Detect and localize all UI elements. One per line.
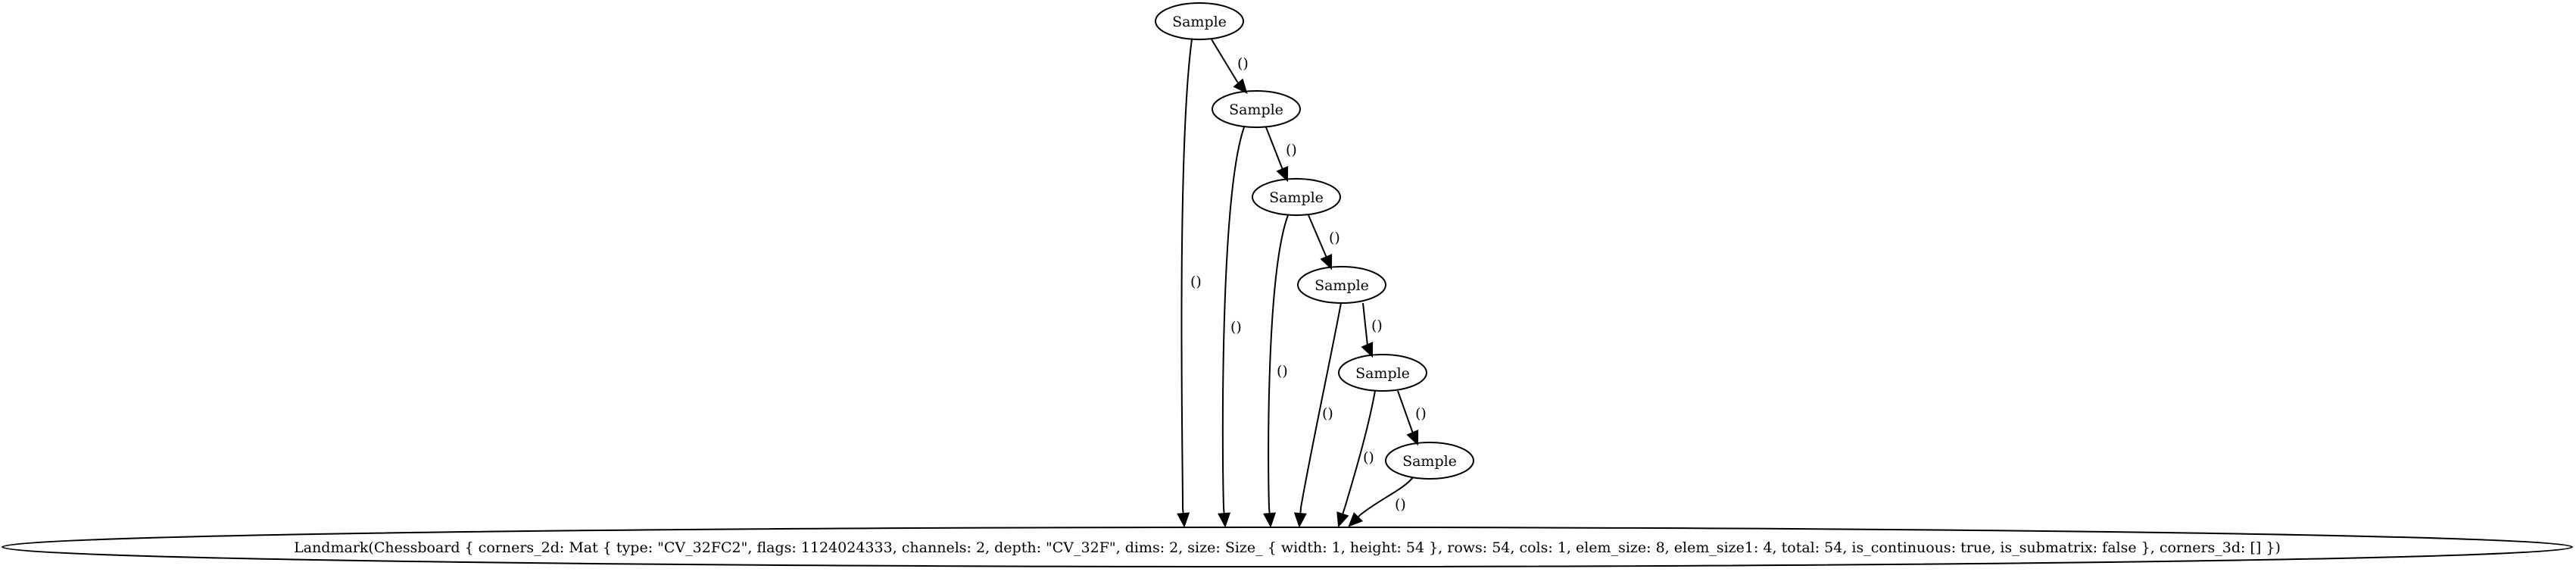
arrowhead-icon <box>1336 511 1349 528</box>
edge-s5-to-lm: () <box>1336 390 1376 528</box>
edge-s2-to-lm: () <box>1218 127 1245 528</box>
arrowhead-icon <box>1293 512 1307 528</box>
node-sample: Sample <box>1338 354 1427 392</box>
node-ellipse <box>1212 90 1301 128</box>
edge-s4-to-lm: () <box>1293 302 1342 528</box>
node-sample: Sample <box>1212 90 1301 128</box>
edge-line <box>1308 214 1327 258</box>
arrowhead-icon <box>1177 512 1190 528</box>
node-label: Sample <box>1229 102 1283 118</box>
node-ellipse <box>1252 178 1341 216</box>
node-ellipse <box>1385 442 1474 480</box>
edge-line <box>1265 127 1283 170</box>
edge-label: () <box>1190 273 1202 290</box>
edge-label: () <box>1322 405 1333 422</box>
arrowhead-icon <box>1348 511 1364 527</box>
node-sample: Sample <box>1155 2 1244 40</box>
edge-label: () <box>1329 230 1340 246</box>
node-label: Sample <box>1402 453 1457 470</box>
edge-label: () <box>1395 496 1406 513</box>
arrowhead-icon <box>1218 512 1231 528</box>
edge-label: () <box>1230 319 1242 336</box>
edge-line <box>1359 477 1414 516</box>
node-sample: Sample <box>1252 178 1341 216</box>
edges-layer: () () () () () () () () () () () <box>1177 39 1427 528</box>
edge-line-end <box>1182 507 1184 514</box>
edge-s2-to-s3: () <box>1265 127 1297 183</box>
edge-line <box>1268 214 1289 508</box>
arrowhead-icon <box>1361 342 1374 358</box>
node-label: Sample <box>1269 189 1324 206</box>
arrowhead-icon <box>1233 78 1248 94</box>
arrowhead-icon <box>1276 166 1289 183</box>
arrowhead-icon <box>1263 512 1277 528</box>
edge-label: () <box>1415 405 1427 422</box>
node-ellipse <box>1297 266 1386 304</box>
node-label: Sample <box>1172 14 1227 30</box>
edge-s1-to-s2: () <box>1211 39 1249 94</box>
edge-label: () <box>1286 142 1297 158</box>
node-label: Landmark(Chessboard { corners_2d: Mat { … <box>294 539 2281 556</box>
edge-line <box>1221 127 1245 508</box>
node-ellipse <box>2 527 2573 567</box>
node-ellipse <box>1155 2 1244 40</box>
node-label: Sample <box>1315 277 1369 294</box>
edge-s4-to-s5: () <box>1361 302 1383 358</box>
edge-label: () <box>1237 55 1249 72</box>
edge-s5-to-s6: () <box>1397 390 1427 446</box>
arrowhead-icon <box>1406 430 1419 446</box>
edge-line <box>1344 390 1376 508</box>
edge-line <box>1180 39 1193 508</box>
edge-line <box>1397 390 1414 434</box>
edge-line <box>1362 302 1368 346</box>
edge-s3-to-s4: () <box>1308 214 1340 270</box>
arrowhead-icon <box>1320 254 1333 270</box>
edge-label: () <box>1371 317 1383 334</box>
edge-label: () <box>1277 363 1288 380</box>
edge-label: () <box>1363 449 1374 466</box>
edge-line-end <box>1299 507 1302 514</box>
node-label: Sample <box>1355 365 1410 382</box>
edge-s3-to-lm: () <box>1263 214 1289 528</box>
edge-line <box>1300 302 1342 508</box>
edge-line <box>1211 39 1238 83</box>
node-sample: Sample <box>1297 266 1386 304</box>
edge-s6-to-lm: () <box>1348 477 1414 527</box>
node-ellipse <box>1338 354 1427 392</box>
edge-s1-to-lm: () <box>1177 39 1202 528</box>
edge-line-end <box>1268 507 1271 514</box>
edge-line-end <box>1342 507 1346 515</box>
node-landmark: Landmark(Chessboard { corners_2d: Mat { … <box>2 527 2573 567</box>
node-sample: Sample <box>1385 442 1474 480</box>
